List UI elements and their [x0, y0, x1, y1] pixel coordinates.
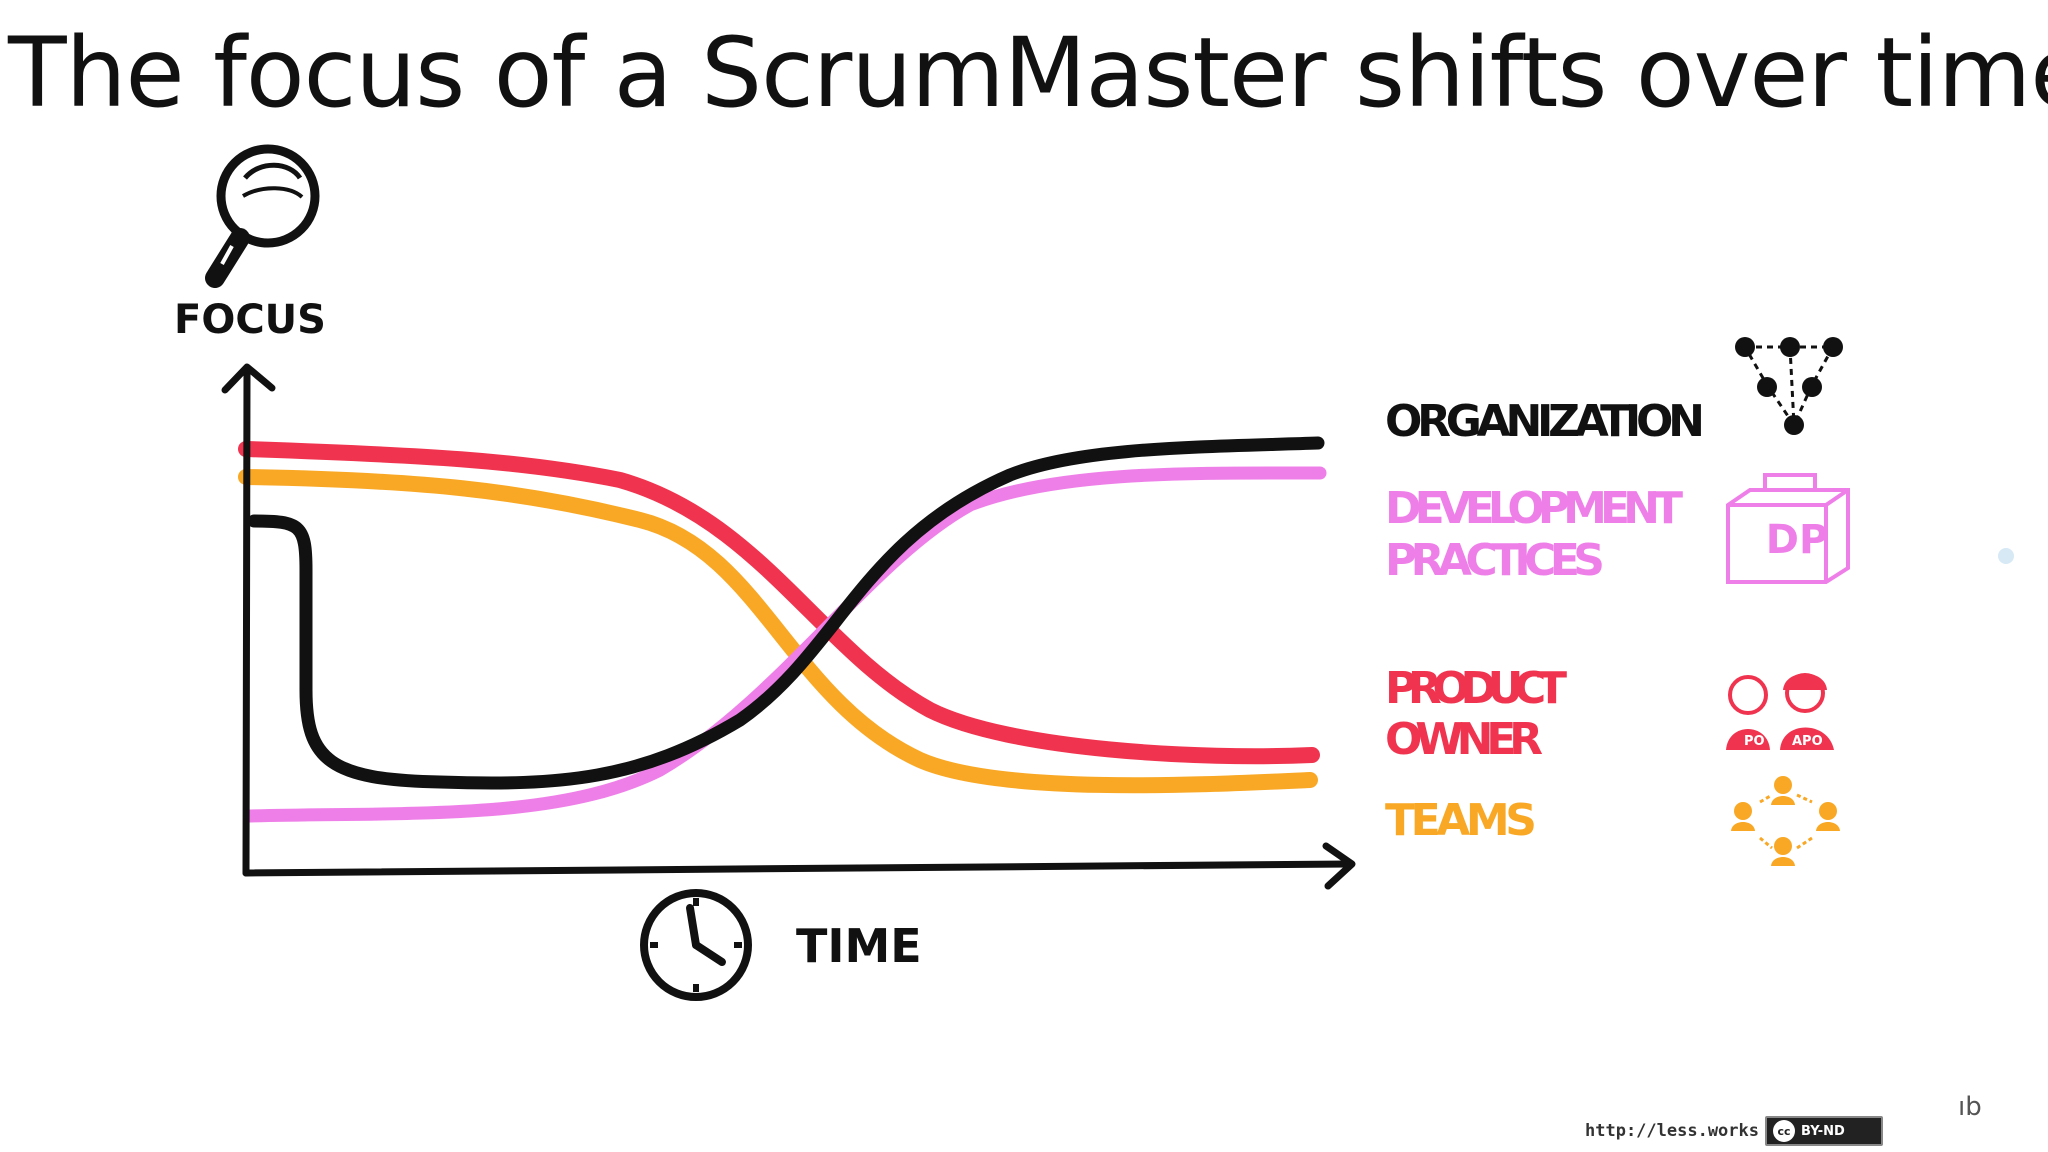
- teams-curve: [238, 469, 1318, 794]
- y-axis: [242, 368, 251, 877]
- product-owner-curve: [238, 441, 1320, 765]
- legend-label-product-owner-line1: PRODUCT: [1385, 663, 1567, 714]
- source-url[interactable]: http://less.works: [1585, 1121, 1759, 1141]
- cc-icon: cc: [1773, 1120, 1795, 1142]
- legend-label-product-owner-line2: OWNER: [1385, 714, 1543, 765]
- po-badge: PO: [1744, 734, 1765, 749]
- clock-icon: [640, 889, 752, 1001]
- organization-curve: [247, 436, 1325, 790]
- x-axis-arrowhead: [1322, 842, 1356, 890]
- teams-circle-icon: [1731, 776, 1840, 866]
- legend-label-development-line2: PRACTICES: [1385, 535, 1605, 586]
- legend-label-organization: ORGANIZATION: [1385, 396, 1705, 447]
- slide-fragment-text: ıb: [1958, 1092, 1982, 1122]
- dp-box-text: DP: [1766, 517, 1829, 563]
- slide-title: The focus of a ScrumMaster shifts over t…: [8, 17, 2048, 129]
- legend-label-teams: TEAMS: [1385, 795, 1537, 846]
- y-axis-label: FOCUS: [174, 297, 326, 343]
- x-axis-label: TIME: [796, 919, 922, 973]
- product-owner-people-icon: PO APO: [1726, 673, 1834, 750]
- legend-label-development-line1: DEVELOPMENT: [1385, 483, 1683, 534]
- y-axis-arrowhead: [221, 363, 276, 394]
- magnifier-icon: [205, 144, 320, 288]
- apo-badge: APO: [1792, 734, 1823, 749]
- network-icon: [1735, 337, 1843, 435]
- dp-box-icon: DP: [1726, 473, 1850, 584]
- x-axis: [242, 860, 1354, 877]
- license-badge: cc BY-ND: [1765, 1116, 1883, 1146]
- source-badge: http://less.works cc BY-ND: [1585, 1116, 1883, 1146]
- side-dot: [1998, 548, 2014, 564]
- license-text: BY-ND: [1801, 1123, 1845, 1139]
